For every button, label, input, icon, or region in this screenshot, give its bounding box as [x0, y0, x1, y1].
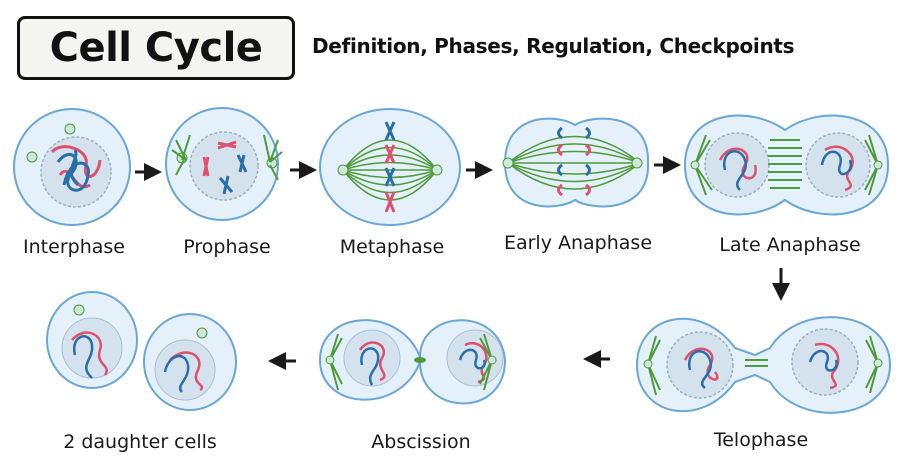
- cell-abscission: [318, 319, 507, 405]
- label-telophase: Telophase: [713, 429, 809, 451]
- page-title: Cell Cycle: [49, 25, 263, 71]
- label-interphase: Interphase: [23, 236, 125, 258]
- arrows: [135, 156, 790, 370]
- cell-interphase: [13, 108, 131, 226]
- cell-telophase: [635, 316, 892, 414]
- cell-late-anaphase: [683, 114, 890, 216]
- label-prophase: Prophase: [183, 236, 271, 258]
- page-subtitle: Definition, Phases, Regulation, Checkpoi…: [312, 34, 795, 58]
- cell-metaphase: [319, 108, 461, 226]
- label-late-anaphase: Late Anaphase: [719, 234, 861, 256]
- cell-early-anaphase: [502, 117, 650, 208]
- label-abscission: Abscission: [371, 431, 471, 453]
- cell-prophase: [165, 107, 283, 221]
- label-daughter-cells: 2 daughter cells: [63, 431, 217, 453]
- title-box: Cell Cycle: [17, 16, 295, 80]
- cell-daughter-cells: [46, 291, 237, 411]
- label-early-anaphase: Early Anaphase: [503, 232, 653, 254]
- label-metaphase: Metaphase: [339, 236, 445, 258]
